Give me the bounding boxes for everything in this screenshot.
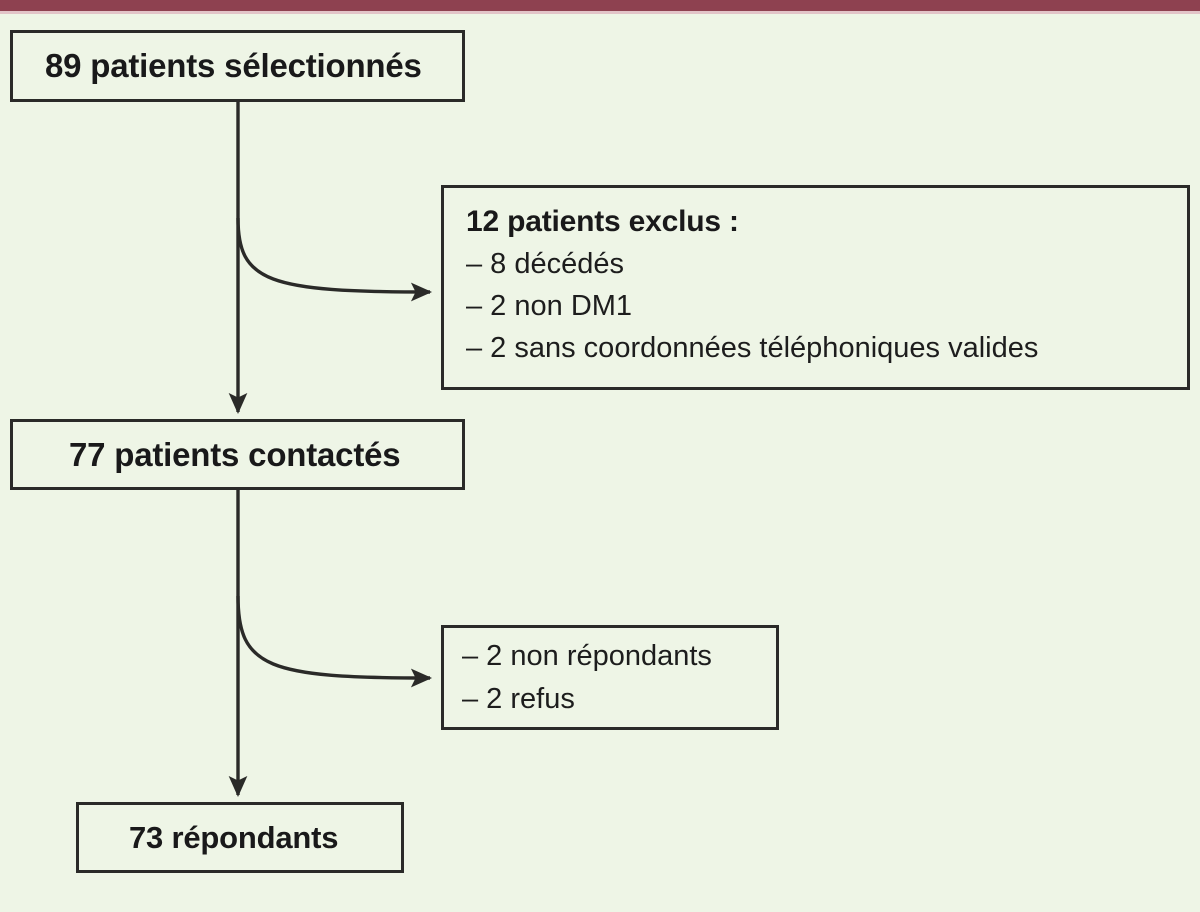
node-selected-patients-label: 89 patients sélectionnés (45, 47, 422, 84)
node-selected-patients[interactable]: 89 patients sélectionnés (10, 30, 465, 102)
node-excluded-patients[interactable]: 12 patients exclus : – 8 décédés – 2 non… (441, 185, 1190, 390)
list-item: – 2 non DM1 (466, 290, 633, 323)
node-responders[interactable]: 73 répondants (76, 802, 404, 873)
node-responders-label: 73 répondants (129, 819, 339, 855)
node-nonresponders[interactable]: – 2 non répondants – 2 refus (441, 625, 779, 730)
list-item: – 8 décédés (466, 248, 625, 281)
edge-selected-to-excluded (236, 217, 433, 302)
node-contacted-patients-label: 77 patients contactés (69, 435, 401, 473)
excluded-reason-list: – 8 décédés – 2 non DM1 – 2 sans coordon… (466, 244, 1187, 369)
list-item: – 2 non répondants (462, 640, 712, 673)
list-item: – 2 sans coordonnées téléphoniques valid… (466, 331, 1039, 364)
accent-bar (0, 0, 1200, 11)
list-item: – 2 refus (462, 682, 575, 715)
edge-contacted-to-nonresponders (236, 595, 433, 688)
accent-bar-secondary (0, 11, 1200, 14)
node-excluded-patients-label: 12 patients exclus : (466, 205, 739, 239)
node-contacted-patients[interactable]: 77 patients contactés (10, 419, 465, 490)
nonresponder-reason-list: – 2 non répondants – 2 refus (462, 635, 776, 719)
